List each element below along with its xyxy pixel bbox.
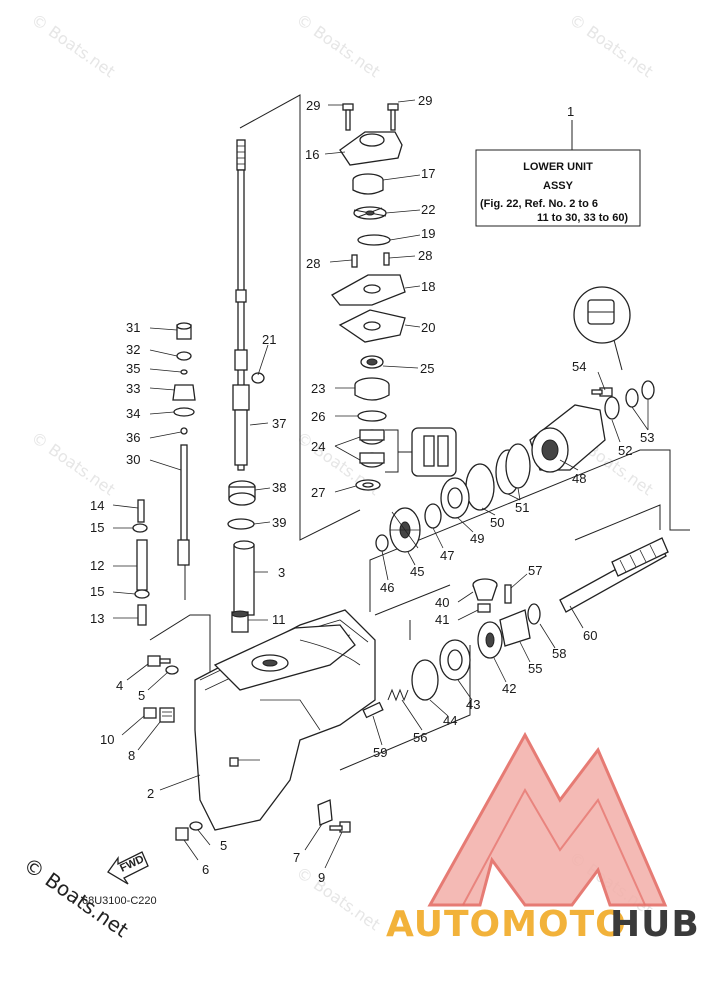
callout-49: 49 (470, 531, 484, 546)
driveshaft-bearings (227, 480, 256, 633)
callout-23: 23 (311, 381, 325, 396)
shift-rod-assembly (132, 322, 265, 626)
callout-60: 60 (583, 628, 597, 643)
callout-21: 21 (262, 332, 276, 347)
callout-18: 18 (421, 279, 435, 294)
callout-33: 33 (126, 381, 140, 396)
callout-5: 5 (220, 838, 227, 853)
watermark: © Boats.net (293, 10, 384, 82)
callout-22: 22 (421, 202, 435, 217)
callout-54: 54 (572, 359, 586, 374)
callout-34: 34 (126, 406, 140, 421)
callout-58: 58 (552, 646, 566, 661)
callout-32: 32 (126, 342, 140, 357)
watermark: © Boats.net (293, 863, 384, 935)
callout-15: 15 (90, 584, 104, 599)
callout-3: 3 (278, 565, 285, 580)
callout-29: 29 (418, 93, 432, 108)
callout-50: 50 (490, 515, 504, 530)
callout-16: 16 (305, 147, 319, 162)
callout-52: 52 (618, 443, 632, 458)
callout-8: 8 (128, 748, 135, 763)
callout-41: 41 (435, 612, 449, 627)
callout-43: 43 (466, 697, 480, 712)
callout-13: 13 (90, 611, 104, 626)
callout-11: 11 (272, 612, 286, 627)
callout-53: 53 (640, 430, 654, 445)
callout-5: 5 (138, 688, 145, 703)
callout-28: 28 (306, 256, 320, 271)
callout-2: 2 (147, 786, 154, 801)
callout-4: 4 (116, 678, 123, 693)
callout-36: 36 (126, 430, 140, 445)
callout-26: 26 (311, 409, 325, 424)
water-pump-assembly (331, 103, 457, 491)
callout-12: 12 (90, 558, 104, 573)
callout-42: 42 (502, 681, 516, 696)
watermark: © Boats.net (566, 10, 657, 82)
callout-38: 38 (272, 480, 286, 495)
box-note-line2: 11 to 30, 33 to 60) (537, 212, 628, 224)
callout-6: 6 (202, 862, 209, 877)
leader-lines (112, 99, 649, 869)
callout-14: 14 (90, 498, 104, 513)
lower-case-housing (194, 609, 376, 831)
propeller-shaft-assembly (362, 286, 669, 719)
casing-hardware (143, 655, 351, 841)
callout-15: 15 (90, 520, 104, 535)
watermark: © Boats.net (28, 10, 119, 82)
fwd-arrow: FWD (107, 851, 149, 885)
drawing-code: 68U3100-C220 (82, 895, 157, 907)
callout-51: 51 (515, 500, 529, 515)
automotohub-logo (427, 731, 668, 907)
callout-25: 25 (420, 361, 434, 376)
callout-40: 40 (435, 595, 449, 610)
logo-text-hub: HUB (610, 904, 700, 945)
callout-27: 27 (311, 485, 325, 500)
callout-44: 44 (443, 713, 457, 728)
callout-labels: 29 29 16 17 22 19 28 28 18 20 25 23 26 2… (90, 93, 654, 885)
callout-37: 37 (272, 416, 286, 431)
callout-59: 59 (373, 745, 387, 760)
callout-1: 1 (567, 104, 574, 119)
callout-7: 7 (293, 850, 300, 865)
callout-57: 57 (528, 563, 542, 578)
callout-48: 48 (572, 471, 586, 486)
callout-19: 19 (421, 226, 435, 241)
callout-55: 55 (528, 661, 542, 676)
callout-10: 10 (100, 732, 114, 747)
lower-unit-info-box: 1 LOWER UNIT ASSY (Fig. 22, Ref. No. 2 t… (475, 104, 641, 227)
callout-9: 9 (318, 870, 325, 885)
box-note-line1: (Fig. 22, Ref. No. 2 to 6 (480, 198, 598, 210)
callout-46: 46 (380, 580, 394, 595)
callout-29: 29 (306, 98, 320, 113)
callout-39: 39 (272, 515, 286, 530)
logo-text-automoto: AUTOMOTO (386, 904, 627, 945)
callout-17: 17 (421, 166, 435, 181)
callout-35: 35 (126, 361, 140, 376)
drive-shaft (232, 139, 250, 471)
callout-47: 47 (440, 548, 454, 563)
watermark: © Boats.net (28, 428, 119, 500)
box-subtitle: ASSY (543, 180, 574, 192)
callout-28: 28 (418, 248, 432, 263)
callout-31: 31 (126, 320, 140, 335)
callout-56: 56 (413, 730, 427, 745)
callout-30: 30 (126, 452, 140, 467)
callout-24: 24 (311, 439, 325, 454)
callout-20: 20 (421, 320, 435, 335)
box-title: LOWER UNIT (523, 161, 593, 173)
callout-45: 45 (410, 564, 424, 579)
